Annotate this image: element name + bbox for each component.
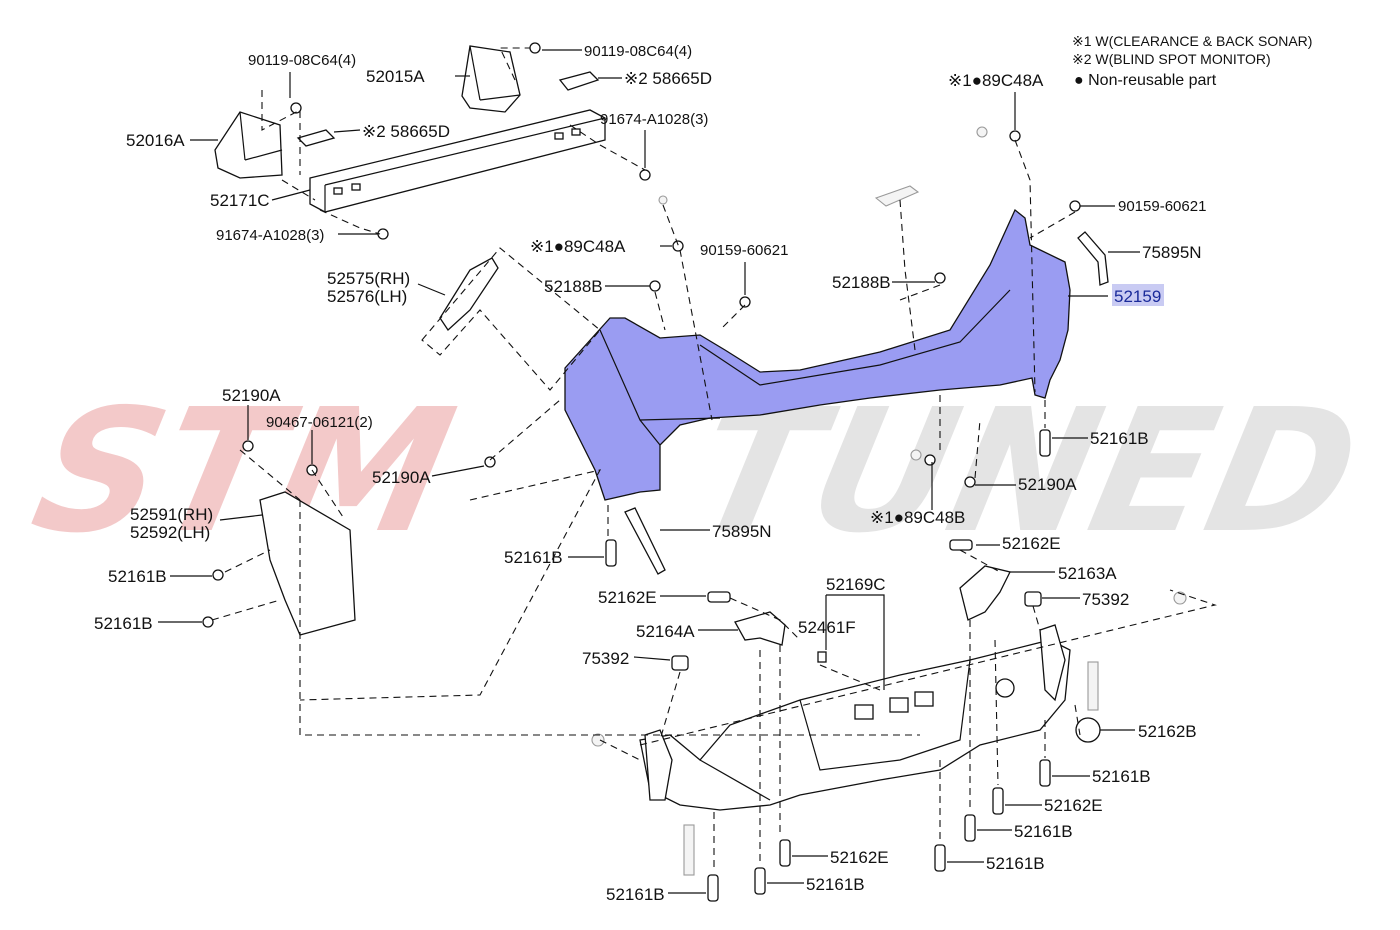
reinforcement-beam xyxy=(309,109,606,213)
legend-note-3: ● Non-reusable part xyxy=(1074,72,1217,89)
label-75895n-mid: 75895N xyxy=(712,522,772,541)
bracket-52163a xyxy=(959,565,1011,621)
label-52159: 52159 xyxy=(1114,287,1161,306)
lower-diffuser xyxy=(639,624,1101,811)
legend-note-2: ※2 W(BLIND SPOT MONITOR) xyxy=(1072,51,1271,67)
label-89c48a-top: ※1●89C48A xyxy=(948,71,1044,90)
label-58665d-lower: ※2 58665D xyxy=(362,122,450,141)
label-90159-mid: 90159-60621 xyxy=(700,242,788,259)
label-52461f: 52461F xyxy=(798,618,856,637)
crash-box-left xyxy=(214,111,283,179)
rear-bumper-cover xyxy=(564,208,1164,501)
label-52591: 52591(RH) xyxy=(130,505,213,524)
dashed-guides xyxy=(211,47,1217,872)
legend-note-1: ※1 W(CLEARANCE & BACK SONAR) xyxy=(1072,33,1312,49)
label-52164a: 52164A xyxy=(636,622,695,641)
label-52162e-r1: 52162E xyxy=(1002,534,1061,553)
label-90119-08c64-right: 90119-08C64(4) xyxy=(584,43,692,60)
label-52015a: 52015A xyxy=(366,67,425,86)
label-52169c: 52169C xyxy=(826,575,886,594)
label-52161b-c1: 52161B xyxy=(504,548,563,567)
label-90159-right: 90159-60621 xyxy=(1118,198,1206,215)
bracket-58665d-b xyxy=(296,129,336,147)
label-52161b-r1: 52161B xyxy=(1090,429,1149,448)
label-52576: 52576(LH) xyxy=(327,287,407,306)
label-52161b-b2: 52161B xyxy=(606,885,665,904)
label-52161b-l1: 52161B xyxy=(108,567,167,586)
ghost-parts xyxy=(591,126,1187,876)
label-52163a: 52163A xyxy=(1058,564,1117,583)
bracket-52164a xyxy=(734,611,786,646)
label-75895n-top: 75895N xyxy=(1142,243,1202,262)
label-89c48a-mid: ※1●89C48A xyxy=(530,237,626,256)
side-retainer xyxy=(439,257,499,331)
extension-strip-lower xyxy=(624,507,666,575)
label-52575: 52575(RH) xyxy=(327,269,410,288)
label-52161b-r3: 52161B xyxy=(1014,822,1073,841)
label-52190a-right: 52190A xyxy=(1018,475,1077,494)
legend: ※1 W(CLEARANCE & BACK SONAR) ※2 W(BLIND … xyxy=(1072,33,1312,89)
watermark-left: STM xyxy=(19,372,469,571)
label-52161b-r4: 52161B xyxy=(986,854,1045,873)
label-75392-left: 75392 xyxy=(582,649,629,668)
label-52161b-l2: 52161B xyxy=(94,614,153,633)
clip-icons xyxy=(605,429,1051,902)
label-52016a: 52016A xyxy=(126,131,185,150)
label-90119-08c64-left: 90119-08C64(4) xyxy=(248,52,356,69)
label-58665d-upper: ※2 58665D xyxy=(624,69,712,88)
label-52592: 52592(LH) xyxy=(130,523,210,542)
label-52171c: 52171C xyxy=(210,191,270,210)
bumper-cover-shape xyxy=(564,208,1071,501)
label-52188b-left: 52188B xyxy=(544,277,603,296)
label-75392-right: 75392 xyxy=(1082,590,1129,609)
side-bracket xyxy=(259,491,356,636)
label-52188b-right: 52188B xyxy=(832,273,891,292)
crash-box-right xyxy=(461,45,521,113)
label-52162e-b: 52162E xyxy=(830,848,889,867)
label-52161b-r2: 52161B xyxy=(1092,767,1151,786)
label-52190a-top: 52190A xyxy=(222,386,281,405)
label-89c48b: ※1●89C48B xyxy=(870,508,965,527)
part-labels: 90119-08C64(4) 90119-08C64(4) 52015A ※2 … xyxy=(94,43,1206,904)
label-90467: 90467-06121(2) xyxy=(266,414,373,431)
extension-strip-upper xyxy=(1077,231,1109,286)
label-91674-lower: 91674-A1028(3) xyxy=(216,227,324,244)
label-52162e-c1: 52162E xyxy=(598,588,657,607)
label-52190a-mid: 52190A xyxy=(372,468,431,487)
label-52161b-b1: 52161B xyxy=(806,875,865,894)
bracket-58665d-a xyxy=(558,71,600,91)
label-91674-upper: 91674-A1028(3) xyxy=(600,111,708,128)
leader-lines xyxy=(158,49,1140,894)
label-52162e-r2: 52162E xyxy=(1044,796,1103,815)
label-52162b: 52162B xyxy=(1138,722,1197,741)
